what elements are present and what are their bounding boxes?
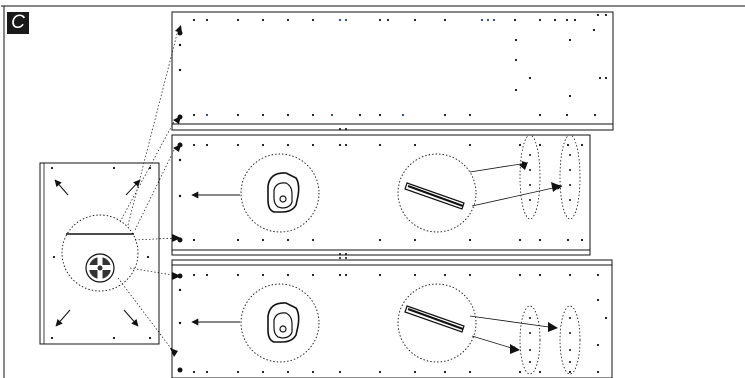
- dowel-rod-icon: [397, 153, 477, 233]
- cam-bolt-head-icon: [61, 214, 139, 292]
- panel-middle: [171, 134, 591, 259]
- hole-group-marker: [559, 305, 581, 375]
- hole-group-marker: [559, 134, 581, 220]
- panel-top: [171, 11, 614, 131]
- hole-group-marker: [519, 305, 541, 375]
- panel-bottom: [171, 259, 613, 378]
- cam-lock-fitting-icon: [240, 283, 320, 363]
- dowel-rod-icon: [397, 283, 477, 363]
- hole-group-marker: [519, 134, 541, 220]
- cam-lock-fitting-icon: [240, 153, 320, 233]
- guide-lines: [117, 29, 179, 356]
- guide-arrowheads: [170, 25, 182, 357]
- side-panel: [39, 162, 160, 345]
- step-label: C: [7, 12, 29, 34]
